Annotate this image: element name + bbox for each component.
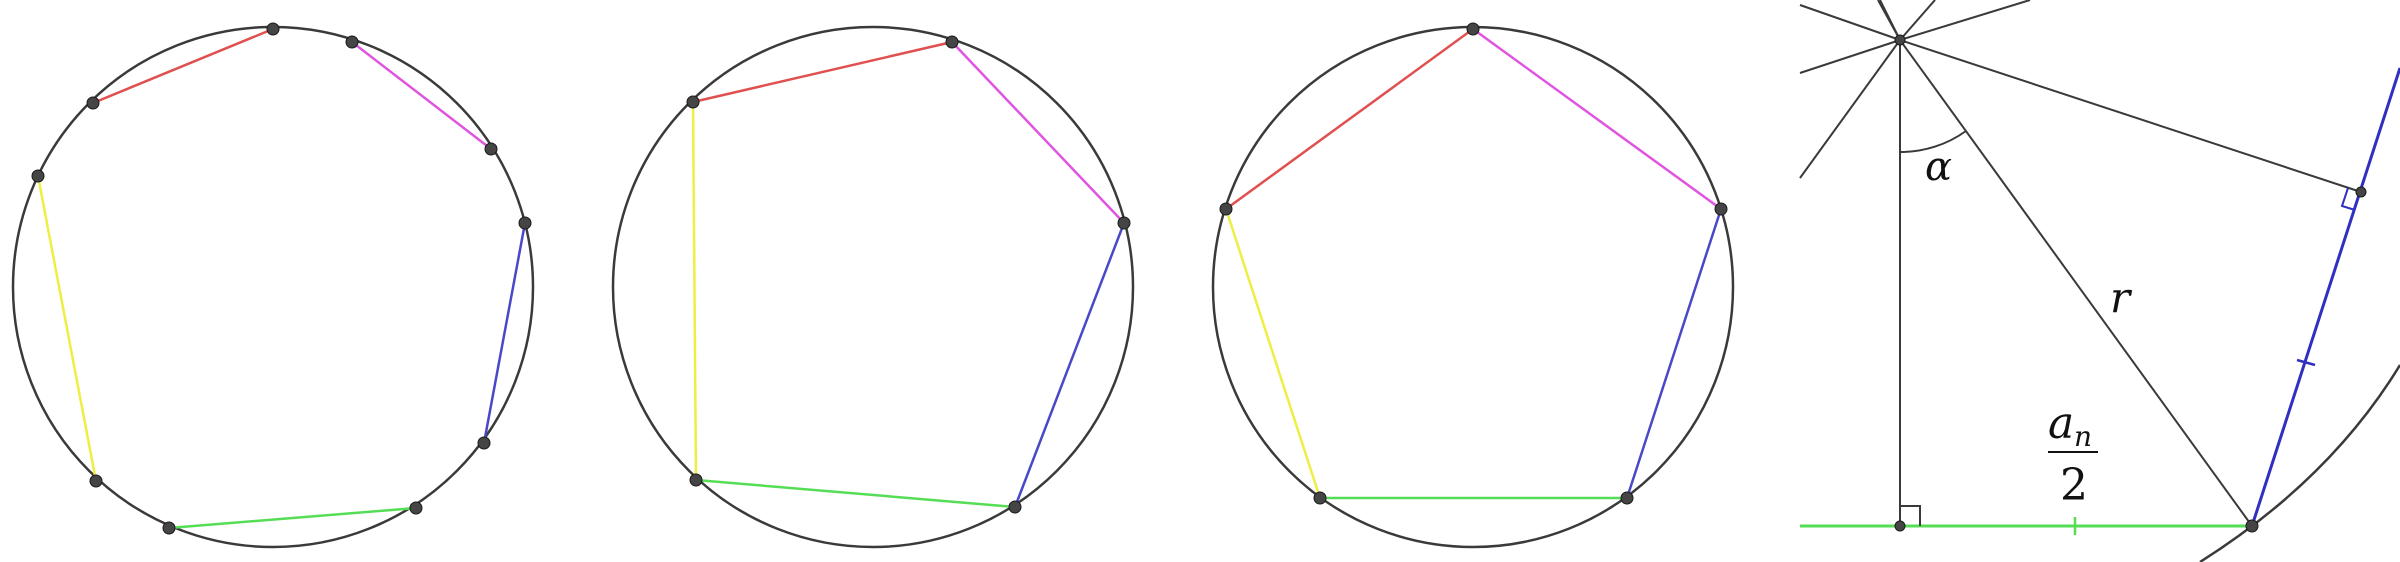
- ray: [1899, 0, 1936, 41]
- point: [266, 22, 280, 36]
- right-angle-marker: [1900, 505, 1921, 526]
- point: [945, 35, 959, 49]
- alpha-label: α: [1925, 144, 1952, 190]
- point: [89, 474, 103, 488]
- fraction-numerator-subscript: n: [2074, 420, 2092, 453]
- panel-1: [11, 22, 535, 549]
- point: [409, 501, 423, 515]
- chord-red: [92, 27, 274, 105]
- point: [477, 436, 491, 450]
- edge-magenta: [951, 41, 1125, 224]
- side-blue: [2250, 67, 2400, 527]
- ray: [1879, 0, 1901, 41]
- angle-arc: [1899, 130, 1967, 154]
- point: [1219, 202, 1233, 216]
- radius-label: r: [2110, 273, 2133, 322]
- ray: [1799, 39, 1901, 74]
- point: [1117, 216, 1131, 230]
- point: [1313, 491, 1327, 505]
- point: [2355, 186, 2367, 198]
- panel-4: α r a n 2: [1799, 0, 2400, 562]
- ray: [1799, 4, 1901, 41]
- point: [1714, 202, 1728, 216]
- point: [2245, 519, 2259, 533]
- point: [1466, 22, 1480, 36]
- point: [1894, 34, 1906, 46]
- circle-3: [1211, 25, 1735, 549]
- panel-2: [611, 25, 1135, 549]
- point: [86, 96, 100, 110]
- edge-green: [695, 478, 1016, 509]
- fraction-numerator: a: [2048, 398, 2074, 449]
- circle-2: [611, 25, 1135, 549]
- fraction-denominator: 2: [2060, 460, 2088, 511]
- edge-yellow: [691, 101, 698, 481]
- right-angle-marker: [2340, 187, 2356, 211]
- edge-blue: [1625, 208, 1723, 499]
- radius-line: [1899, 39, 2253, 527]
- chord-magenta: [351, 41, 492, 150]
- tick-mark: [2296, 358, 2316, 367]
- edge-magenta: [1472, 27, 1722, 211]
- point: [689, 473, 703, 487]
- point: [484, 142, 498, 156]
- point: [1620, 491, 1634, 505]
- circle-arc: [2199, 364, 2400, 562]
- point: [1008, 500, 1022, 514]
- chord-yellow: [36, 175, 98, 482]
- point: [518, 216, 532, 230]
- edge-yellow: [1224, 208, 1322, 499]
- half-side-fraction: a n 2: [2048, 398, 2098, 511]
- edge-red: [692, 40, 953, 104]
- point: [686, 95, 700, 109]
- edge-red: [1225, 27, 1474, 211]
- edge-blue: [1013, 222, 1126, 508]
- panel-3: [1211, 22, 1735, 549]
- perpendicular-line: [1899, 39, 2362, 193]
- chord-blue: [482, 222, 527, 444]
- ray: [1899, 0, 2031, 41]
- ray: [1799, 39, 1901, 179]
- point: [345, 35, 359, 49]
- point: [31, 169, 45, 183]
- point: [162, 521, 176, 535]
- chord-green: [168, 506, 417, 530]
- point: [1894, 520, 1906, 532]
